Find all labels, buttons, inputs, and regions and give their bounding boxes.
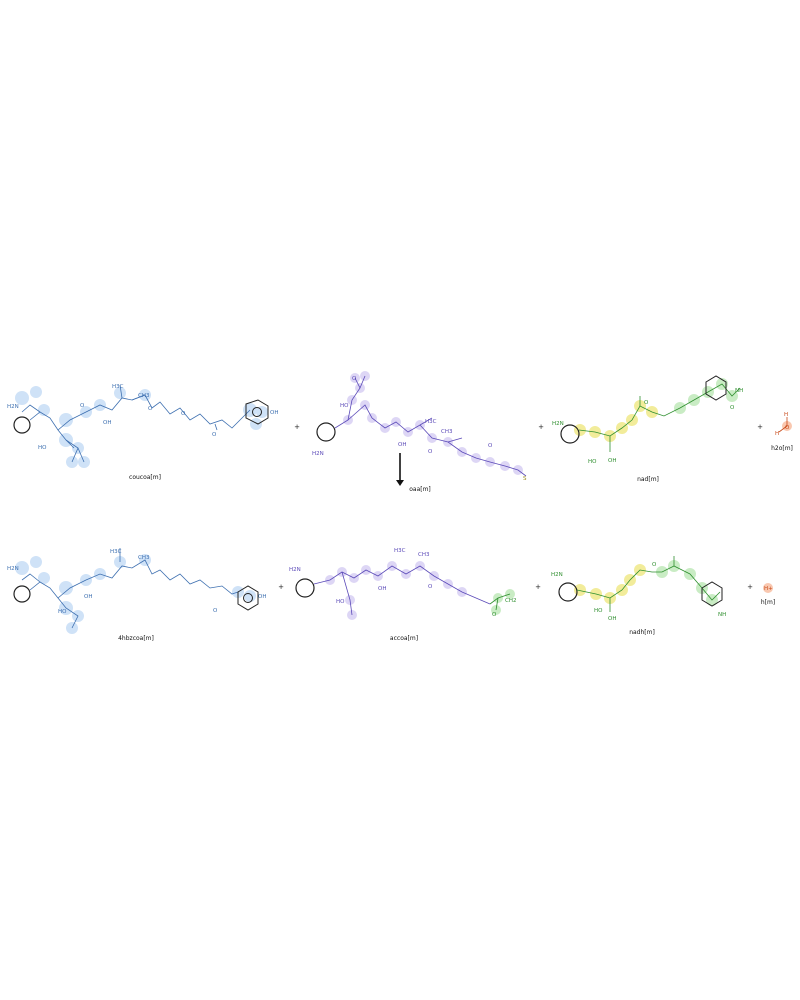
atom-h3c: H3C bbox=[425, 419, 437, 425]
atom-nh: NH bbox=[735, 388, 743, 394]
atom-h2n: H2N bbox=[551, 572, 563, 578]
atom-oh: OH bbox=[378, 586, 386, 592]
molecule-coucoa: H2N HO O OH H3C CH3 O O O OH coucoa[m] bbox=[7, 384, 278, 481]
molecule-4hbzcoa: H2N HO OH H3C CH3 O OH 4hbzcoa[m] bbox=[7, 548, 266, 642]
molecule-h2o: H O H h2o[m] bbox=[771, 412, 793, 452]
atom-oh: OH bbox=[608, 458, 616, 464]
atom-o: O bbox=[652, 562, 657, 568]
atom-o-acetyl: O bbox=[492, 612, 497, 618]
atom-o: O bbox=[80, 403, 85, 409]
atom-o-thioester: O bbox=[212, 432, 217, 438]
label-h: h[m] bbox=[761, 599, 775, 606]
atom-ch3: CH3 bbox=[138, 555, 150, 561]
label-coucoa: coucoa[m] bbox=[129, 474, 161, 481]
atom-oh: OH bbox=[608, 616, 616, 622]
atom-h2n: H2N bbox=[7, 404, 19, 410]
atom-oh-end: OH bbox=[270, 410, 278, 416]
atom-h3c: H3C bbox=[112, 384, 124, 390]
atom-ch3: CH3 bbox=[441, 429, 453, 435]
atom-o-minus-1: O bbox=[352, 376, 357, 382]
atom-h3c: H3C bbox=[110, 549, 122, 555]
atom-ch2: CH2 bbox=[505, 598, 516, 604]
molecule-accoa: H2N HO OH H3C CH3 O CH2 O accoa[m] bbox=[289, 548, 516, 642]
atom-s: S bbox=[523, 476, 527, 482]
atom-ho: HO bbox=[58, 609, 67, 615]
atom-o: O bbox=[785, 425, 790, 431]
atom-h3c: H3C bbox=[394, 548, 406, 554]
label-4hbzcoa: 4hbzcoa[m] bbox=[118, 635, 154, 642]
label-h2o: h2o[m] bbox=[771, 445, 793, 452]
atom-o: O bbox=[428, 584, 433, 590]
atom-o-minus: O bbox=[181, 411, 186, 417]
atom-h-2: H bbox=[775, 431, 779, 437]
atom-ho: HO bbox=[588, 459, 597, 465]
molecule-nad: H2N HO OH O NH O nad[m] bbox=[552, 375, 743, 483]
atom-o: O bbox=[644, 400, 649, 406]
label-nad: nad[m] bbox=[637, 476, 659, 483]
atom-o-minus-2: O bbox=[488, 443, 493, 449]
atom-ho: HO bbox=[38, 445, 47, 451]
atom-o: O bbox=[213, 608, 218, 614]
label-accoa: accoa[m] bbox=[390, 635, 418, 642]
atom-oh-end: OH bbox=[258, 594, 266, 600]
atom-o-minus: O bbox=[730, 405, 735, 411]
molecule-h: H+ h[m] bbox=[761, 583, 775, 606]
atom-h2n: H2N bbox=[289, 567, 301, 573]
molecule-nadh: H2N HO OH O NH nadh[m] bbox=[551, 556, 726, 636]
atom-o-carbonyl: O bbox=[148, 406, 153, 412]
plus-sign: + bbox=[757, 423, 763, 431]
molecule-oaa: O HO OH H3C CH3 O O S H2N bbox=[312, 371, 527, 482]
atom-oh: OH bbox=[398, 442, 406, 448]
atom-nh: NH bbox=[718, 612, 726, 618]
atom-o: O bbox=[428, 449, 433, 455]
atom-ch3: CH3 bbox=[418, 552, 430, 558]
plus-sign: + bbox=[278, 583, 284, 591]
atom-h2n: H2N bbox=[312, 451, 324, 457]
atom-h: H bbox=[784, 412, 788, 418]
plus-sign: + bbox=[538, 423, 544, 431]
atom-oh: OH bbox=[84, 594, 92, 600]
atom-h2n: H2N bbox=[552, 421, 564, 427]
atom-ho: HO bbox=[594, 608, 603, 614]
reaction-arrow bbox=[396, 453, 404, 486]
atom-oh: OH bbox=[103, 420, 111, 426]
atom-ch3: CH3 bbox=[138, 393, 150, 399]
label-nadh: nadh[m] bbox=[629, 629, 655, 636]
atom-ho: HO bbox=[336, 599, 345, 605]
plus-sign: + bbox=[294, 423, 300, 431]
label-oaa: oaa[m] bbox=[409, 486, 431, 493]
atom-hplus: H+ bbox=[764, 586, 773, 592]
plus-sign: + bbox=[747, 583, 753, 591]
plus-sign: + bbox=[535, 583, 541, 591]
atom-h2n: H2N bbox=[7, 566, 19, 572]
atom-ho: HO bbox=[340, 403, 349, 409]
